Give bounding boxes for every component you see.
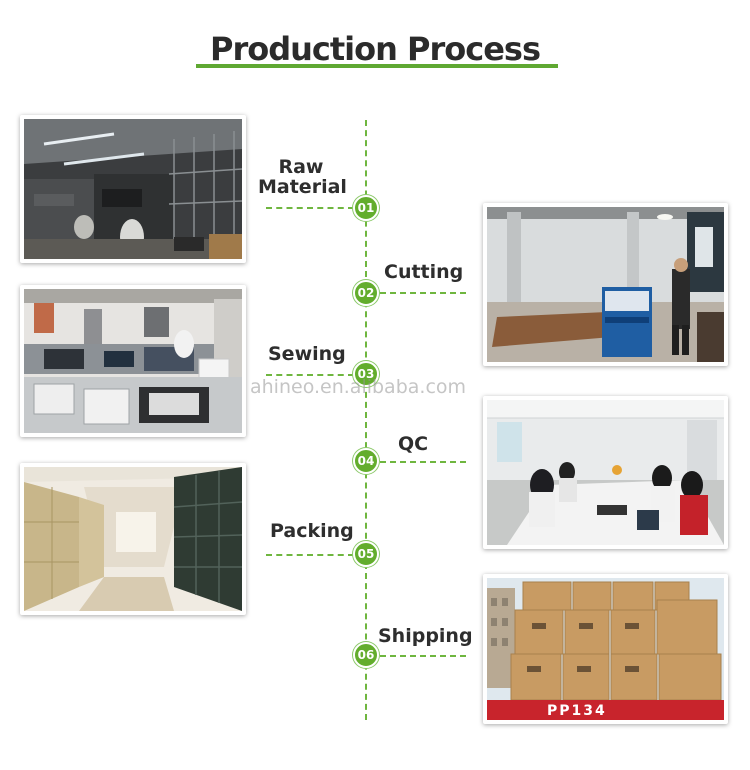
step-badge-01: 01 <box>353 195 379 221</box>
connector-02 <box>380 292 466 294</box>
timeline-dashed-line <box>365 120 367 720</box>
cutting-photo <box>483 203 728 366</box>
connector-06 <box>380 655 466 657</box>
step-badge-06: 06 <box>353 642 379 668</box>
truck-plate-text: PP134 <box>547 703 607 719</box>
sewing-machines-photo <box>24 289 242 433</box>
step-badge-04: 04 <box>353 448 379 474</box>
connector-03 <box>266 374 354 376</box>
packed-cartons-corridor-photo <box>24 467 242 611</box>
qc-photo <box>483 396 728 549</box>
connector-04 <box>380 461 466 463</box>
step-label-cutting: Cutting <box>384 261 464 283</box>
cutting-machine-photo <box>487 207 724 362</box>
sewing-photo <box>20 285 246 437</box>
title-underline <box>196 64 558 68</box>
watermark-text: ahineo.en.alibaba.com <box>250 376 467 398</box>
step-label-packing: Packing <box>270 520 354 542</box>
warehouse-shelves-photo <box>24 119 242 259</box>
step-badge-05: 05 <box>353 541 379 567</box>
packing-photo <box>20 463 246 615</box>
connector-01 <box>266 207 354 209</box>
shipping-photo: PP134 <box>483 574 728 724</box>
page-title: Production Process <box>209 30 541 68</box>
step-label-raw-material: Raw Material <box>258 156 347 198</box>
truck-cartons-photo: PP134 <box>487 578 724 720</box>
step-badge-03: 03 <box>353 361 379 387</box>
raw-material-photo <box>20 115 246 263</box>
step-label-shipping: Shipping <box>378 625 473 647</box>
quality-check-workers-photo <box>487 400 724 545</box>
connector-05 <box>266 554 354 556</box>
step-badge-02: 02 <box>353 280 379 306</box>
step-label-qc: QC <box>398 433 429 455</box>
step-label-sewing: Sewing <box>268 343 346 365</box>
